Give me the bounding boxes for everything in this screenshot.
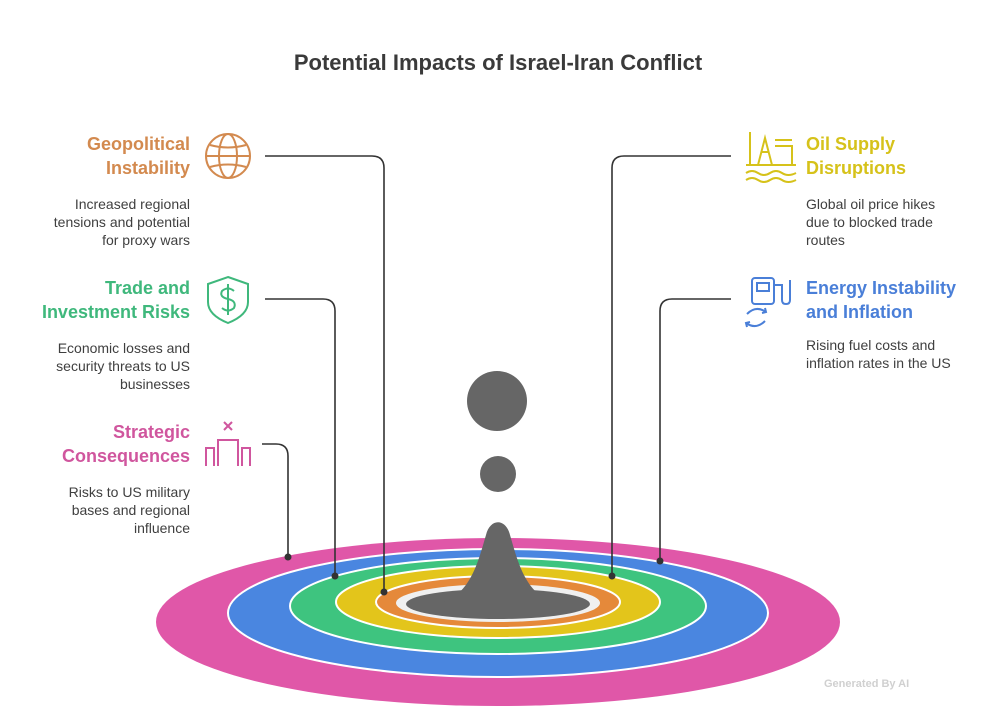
item-title-strategic: Strategic Consequences <box>30 420 190 468</box>
connector-trade <box>265 298 336 576</box>
item-title-trade-line2: Investment Risks <box>41 302 190 322</box>
item-desc-oil-line2: due to blocked trade <box>806 214 933 230</box>
connector-dot-oil <box>608 572 616 580</box>
item-desc-geopolitical-line1: Increased regional <box>74 196 190 212</box>
dollar-shield-icon <box>207 275 249 325</box>
item-desc-geopolitical: Increased regional tensions and potentia… <box>20 195 190 249</box>
item-title-energy: Energy Instability and Inflation <box>806 276 991 324</box>
drop-large <box>467 371 527 431</box>
item-desc-trade-line3: businesses <box>119 376 190 392</box>
connector-energy <box>659 298 731 561</box>
item-desc-geopolitical-line2: tensions and potential <box>53 214 190 230</box>
item-desc-strategic-line1: Risks to US military <box>68 484 190 500</box>
connector-oil <box>611 155 731 576</box>
page-title: Potential Impacts of Israel-Iran Conflic… <box>293 50 703 75</box>
fuel-pump-icon <box>744 277 791 328</box>
oil-rig-icon <box>745 132 797 183</box>
item-desc-energy-line2: inflation rates in the US <box>806 355 951 371</box>
item-desc-trade: Economic losses and security threats to … <box>20 339 190 393</box>
connector-geopolitical <box>265 155 385 592</box>
item-desc-oil-line3: routes <box>806 232 845 248</box>
item-title-energy-line2: and Inflation <box>806 302 913 322</box>
item-title-strategic-line2: Consequences <box>61 446 190 466</box>
item-desc-strategic-line3: influence <box>133 520 190 536</box>
item-desc-trade-line1: Economic losses and <box>57 340 190 356</box>
water-splash <box>436 522 560 604</box>
item-title-oil: Oil Supply Disruptions <box>806 132 986 180</box>
item-title-trade-line1: Trade and <box>104 278 190 298</box>
connector-dot-energy <box>656 557 664 565</box>
item-title-geopolitical-line2: Instability <box>105 158 190 178</box>
connector-dot-geopolitical <box>380 588 388 596</box>
connector-dot-trade <box>331 572 339 580</box>
item-desc-energy: Rising fuel costs and inflation rates in… <box>806 336 991 372</box>
connector-dot-strategic <box>284 553 292 561</box>
item-desc-strategic: Risks to US military bases and regional … <box>20 483 190 537</box>
item-desc-oil-line1: Global oil price hikes <box>806 196 936 212</box>
globe-icon <box>205 133 251 179</box>
connector-strategic <box>262 443 289 557</box>
item-desc-oil: Global oil price hikes due to blocked tr… <box>806 195 986 249</box>
item-title-geopolitical: Geopolitical Instability <box>40 132 190 180</box>
item-desc-trade-line2: security threats to US <box>56 358 190 374</box>
item-title-oil-line2: Disruptions <box>806 158 907 178</box>
item-desc-strategic-line2: bases and regional <box>71 502 190 518</box>
item-desc-geopolitical-line3: for proxy wars <box>102 232 190 248</box>
drop-small <box>480 456 516 492</box>
watermark: Generated By AI <box>824 678 910 690</box>
item-title-trade: Trade and Investment Risks <box>10 276 190 324</box>
item-title-oil-line1: Oil Supply <box>806 134 896 154</box>
item-title-strategic-line1: Strategic <box>112 422 190 442</box>
item-desc-energy-line1: Rising fuel costs and <box>806 337 936 353</box>
item-title-energy-line1: Energy Instability <box>806 278 957 298</box>
military-base-icon <box>205 421 251 466</box>
item-title-geopolitical-line1: Geopolitical <box>86 134 190 154</box>
